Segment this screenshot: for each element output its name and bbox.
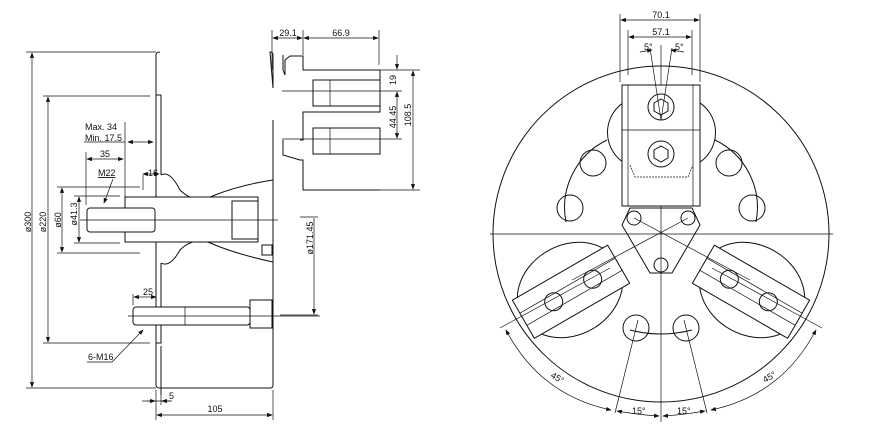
side-view: ø300 ø220 ø60 ø41.3 Max. 34 Min. 17.5 35… [23, 28, 420, 420]
flange [156, 94, 162, 395]
dim-57-1: 57.1 [652, 27, 670, 37]
dim-dia-300: ø300 [23, 212, 33, 233]
dim-dia-171-45: ø171.45 [305, 221, 315, 254]
center-plate [621, 207, 701, 274]
dim-105: 105 [207, 404, 222, 414]
bolt-head [249, 299, 273, 329]
dim-29-1: 29.1 [279, 28, 297, 38]
dim-108-5: 108.5 [403, 104, 413, 127]
thread-m22: M22 [98, 168, 116, 178]
jaw-top [607, 47, 716, 207]
angle-45-left: 45° [549, 370, 566, 386]
dim-44-45: 44.45 [388, 106, 398, 129]
angle-5-left: 5° [644, 42, 653, 52]
angle-5-right: 5° [675, 42, 684, 52]
dim-35: 35 [100, 149, 110, 159]
bolts-6-m16: 6-M16 [88, 352, 114, 362]
dim-19: 19 [388, 75, 398, 85]
front-view: 70.1 57.1 5° 5° 45° 45° 15° 15° [490, 10, 833, 422]
dim-5: 5 [169, 391, 174, 401]
jaw-lower-right [691, 241, 811, 339]
dim-min-17-5: Min. 17.5 [85, 133, 122, 143]
jaw-side [282, 55, 402, 191]
dim-dia-41-3: ø41.3 [69, 202, 79, 225]
dim-70-1: 70.1 [652, 10, 670, 20]
front-dimension-lines [499, 14, 823, 418]
angle-15-left: 15° [632, 406, 646, 416]
dimension-lines [26, 30, 420, 420]
dim-66-9: 66.9 [332, 28, 350, 38]
dim-max-34: Max. 34 [85, 122, 117, 132]
angle-45-right: 45° [761, 369, 778, 385]
pin [261, 244, 273, 256]
dim-dia-60: ø60 [53, 212, 63, 228]
dim-dia-220: ø220 [38, 212, 48, 233]
dim-25: 25 [143, 287, 153, 297]
dim-16: 16 [148, 168, 158, 178]
angle-15-right: 15° [677, 406, 691, 416]
